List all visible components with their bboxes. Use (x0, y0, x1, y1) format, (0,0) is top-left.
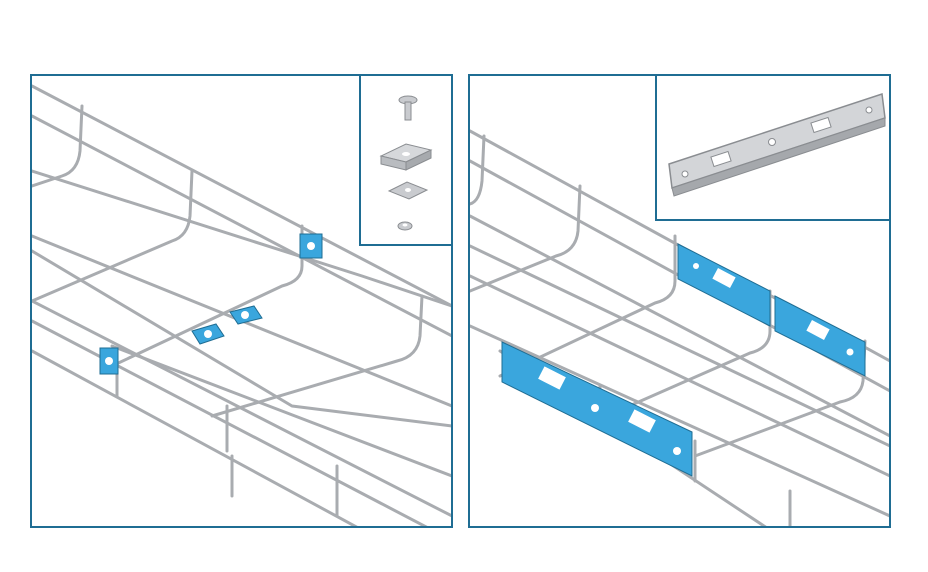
square-washer-icon (387, 181, 429, 200)
splice-bar-icon (668, 93, 886, 197)
clamp-middle-icon (191, 305, 263, 345)
panel-splice-bar-joint (468, 74, 891, 528)
splice-bar-upper-left (677, 243, 771, 327)
clamp-top-icon (299, 233, 323, 259)
inset-fastener-parts (359, 76, 451, 246)
clamp-highlights (99, 233, 323, 375)
wire-tray-illustration-right (470, 129, 889, 526)
splice-bar-upper-right (774, 295, 866, 377)
fastener-parts-illustration (379, 95, 433, 231)
bolt-icon (398, 95, 418, 121)
splice-bar-illustration (668, 93, 886, 197)
splice-bar-highlights (501, 243, 866, 477)
clamp-plate-icon (379, 143, 433, 171)
panel-bolted-clamp-joint (30, 74, 453, 528)
nut-icon (397, 221, 413, 231)
wire-tray-illustration-left (32, 84, 451, 526)
splice-bar-lower (501, 341, 693, 477)
inset-splice-bar-part (655, 76, 889, 221)
clamp-bottom-icon (99, 347, 119, 375)
